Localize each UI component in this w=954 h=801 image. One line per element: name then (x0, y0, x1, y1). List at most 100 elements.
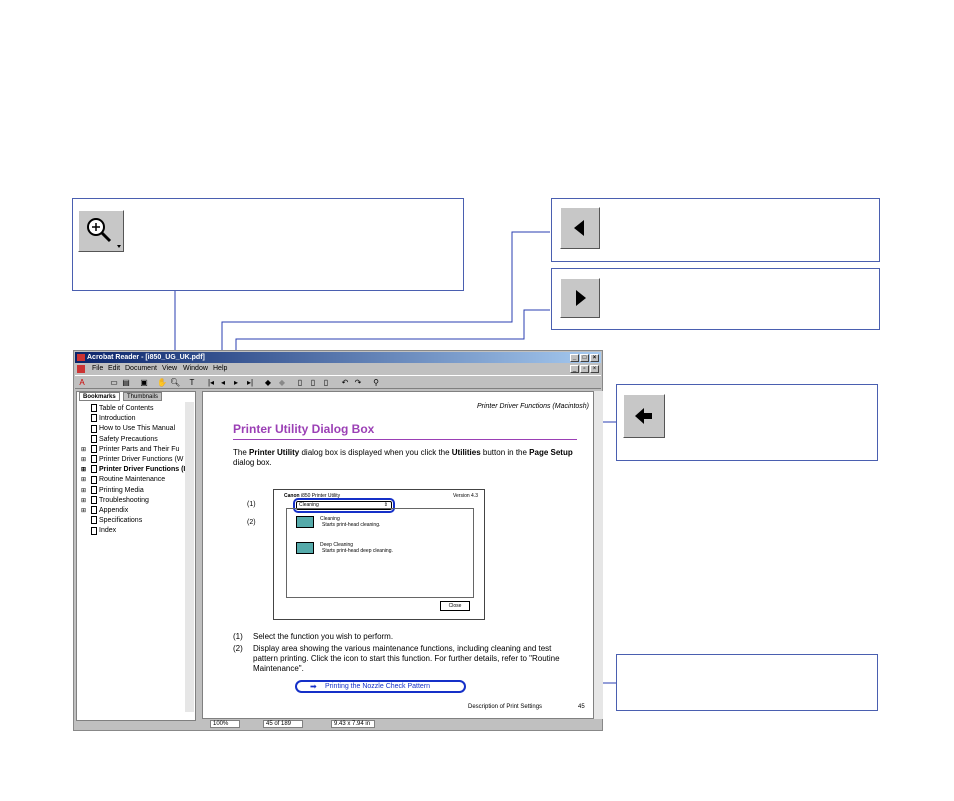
maximize-button[interactable]: □ (580, 354, 589, 362)
list-item-text: Select the function you wish to perform. (253, 632, 394, 641)
window-title: Acrobat Reader - [i850_UG_UK.pdf] (87, 354, 205, 361)
page-icon (91, 424, 97, 433)
zoom-tool-icon[interactable]: 🔍︎ (170, 378, 181, 387)
fit-width-icon[interactable]: ▯ (323, 378, 329, 387)
expand-icon[interactable]: ⊞ (81, 457, 87, 463)
bookmark-item[interactable]: ⊞Printer Driver Functions (W (81, 455, 189, 465)
doc-minimize-button[interactable]: _ (570, 365, 579, 373)
bookmark-item[interactable]: ⊞Routine Maintenance (81, 475, 189, 485)
bookmark-item[interactable]: Table of Contents (81, 404, 189, 414)
page-icon (91, 526, 97, 535)
fit-page-icon[interactable]: ▯ (310, 378, 316, 387)
minimize-button[interactable]: _ (570, 354, 579, 362)
close-dialog-button[interactable]: Close (440, 601, 470, 611)
bookmark-item[interactable]: ⊞Troubleshooting (81, 495, 189, 506)
callout-label-1: (1) (247, 501, 256, 508)
find-icon[interactable]: ⚲ (373, 378, 379, 387)
page-icon (91, 465, 97, 474)
page-icon (91, 414, 97, 423)
function-select[interactable]: Cleaning⇕ (293, 498, 395, 513)
text-select-icon[interactable]: T (189, 378, 195, 387)
bookmark-item[interactable]: Introduction (81, 414, 189, 424)
bookmark-item[interactable]: Index (81, 526, 189, 536)
expand-icon[interactable]: ⊞ (81, 467, 87, 474)
cleaning-title: Cleaning (320, 516, 340, 522)
print-icon[interactable]: ▤ (122, 378, 130, 387)
rotate-right-icon[interactable]: ↷ (354, 378, 362, 387)
list-number: (2) (233, 644, 243, 653)
menu-view[interactable]: View (162, 365, 178, 372)
list-number: (1) (233, 632, 243, 641)
acrobat-logo-icon[interactable]: A (79, 378, 85, 387)
open-icon[interactable]: ▭ (110, 378, 118, 387)
go-forward-button-icon[interactable]: ◆ (278, 378, 286, 387)
doc-restore-button[interactable]: ▫ (580, 365, 589, 373)
expand-icon[interactable]: ⊞ (81, 477, 87, 484)
first-page-icon[interactable]: |◂ (207, 378, 215, 387)
expand-icon[interactable]: ⊞ (81, 487, 87, 494)
hand-tool-icon[interactable]: ✋ (157, 378, 167, 387)
bookmark-item[interactable]: ⊞Appendix (81, 506, 189, 516)
nozzle-check-link[interactable]: ➡ Printing the Nozzle Check Pattern (295, 680, 466, 693)
page-icon (91, 516, 97, 525)
actual-size-icon[interactable]: ▯ (297, 378, 303, 387)
tab-thumbnails[interactable]: Thumbnails (123, 392, 163, 401)
bookmark-scrollbar[interactable] (185, 402, 194, 712)
bookmark-label: How to Use This Manual (99, 425, 176, 433)
close-button[interactable]: × (590, 354, 599, 362)
bookmark-label: Printing Media (99, 486, 144, 494)
nozzle-check-link-text: Printing the Nozzle Check Pattern (325, 683, 431, 690)
deep-cleaning-desc: Starts print-head deep cleaning. (322, 548, 393, 554)
bookmark-label: Safety Precautions (99, 435, 158, 443)
menu-document[interactable]: Document (125, 365, 157, 372)
expand-icon[interactable]: ⊞ (81, 446, 87, 453)
page-indicator[interactable]: 45 of 189 (263, 720, 303, 728)
go-back-button-icon[interactable]: ◆ (264, 378, 272, 387)
zoom-in-icon (78, 210, 124, 252)
app-icon (77, 354, 85, 361)
next-page-button-icon[interactable]: ▸ (233, 378, 238, 387)
deep-cleaning-title: Deep Cleaning (320, 542, 354, 548)
bookmark-label: Introduction (99, 415, 136, 423)
prev-page-button-icon[interactable]: ◂ (220, 378, 225, 387)
doc-icon (77, 365, 85, 373)
bookmark-item[interactable]: How to Use This Manual (81, 424, 189, 434)
bookmark-item[interactable]: ⊞ Printing Media (81, 485, 189, 496)
intro-paragraph: The Printer Utility dialog box is displa… (233, 448, 573, 467)
show-hide-nav-icon[interactable]: ▣ (140, 378, 148, 387)
menu-help[interactable]: Help (213, 365, 228, 372)
deep-cleaning-icon[interactable] (296, 542, 314, 554)
cleaning-icon[interactable] (296, 516, 314, 528)
menu-window[interactable]: Window (183, 365, 208, 372)
bookmark-item[interactable]: ⊞ Printer Driver Functions (I (81, 465, 189, 475)
last-page-icon[interactable]: ▸| (246, 378, 254, 387)
bookmark-item[interactable]: ⊞ Printer Parts and Their Fu (81, 444, 189, 455)
next-page-callout (551, 268, 880, 330)
bookmark-item[interactable]: Specifications (81, 516, 189, 526)
zoom-level[interactable]: 100% (210, 720, 240, 728)
acrobat-window: Acrobat Reader - [i850_UG_UK.pdf] _ □ × … (73, 350, 603, 731)
document-page: Printer Driver Functions (Macintosh) Pri… (202, 391, 594, 719)
bookmark-label: Printer Driver Functions (I (99, 466, 186, 474)
running-header: Printer Driver Functions (Macintosh) (476, 403, 589, 410)
chevron-down-icon: ⇕ (383, 502, 388, 508)
expand-icon[interactable]: ⊞ (81, 497, 87, 504)
menu-file[interactable]: File (92, 365, 104, 372)
page-icon (91, 495, 97, 504)
page-icon (91, 455, 97, 464)
bookmark-label: Printer Parts and Their Fu (99, 445, 180, 453)
arrow-right-icon: ➡ (310, 682, 317, 691)
menu-edit[interactable]: Edit (108, 365, 121, 372)
function-area (286, 508, 474, 598)
bookmark-item[interactable]: Safety Precautions (81, 434, 189, 445)
heading-rule (233, 439, 577, 440)
doc-close-button[interactable]: × (590, 365, 599, 373)
document-scrollbar[interactable] (594, 391, 603, 719)
page-number: 45 (578, 704, 585, 710)
page-icon (91, 434, 97, 443)
tab-bookmarks[interactable]: Bookmarks (79, 392, 120, 401)
rotate-left-icon[interactable]: ↶ (341, 378, 349, 387)
expand-icon[interactable]: ⊞ (81, 508, 87, 514)
page-size: 9.43 x 7.94 in (331, 720, 375, 728)
